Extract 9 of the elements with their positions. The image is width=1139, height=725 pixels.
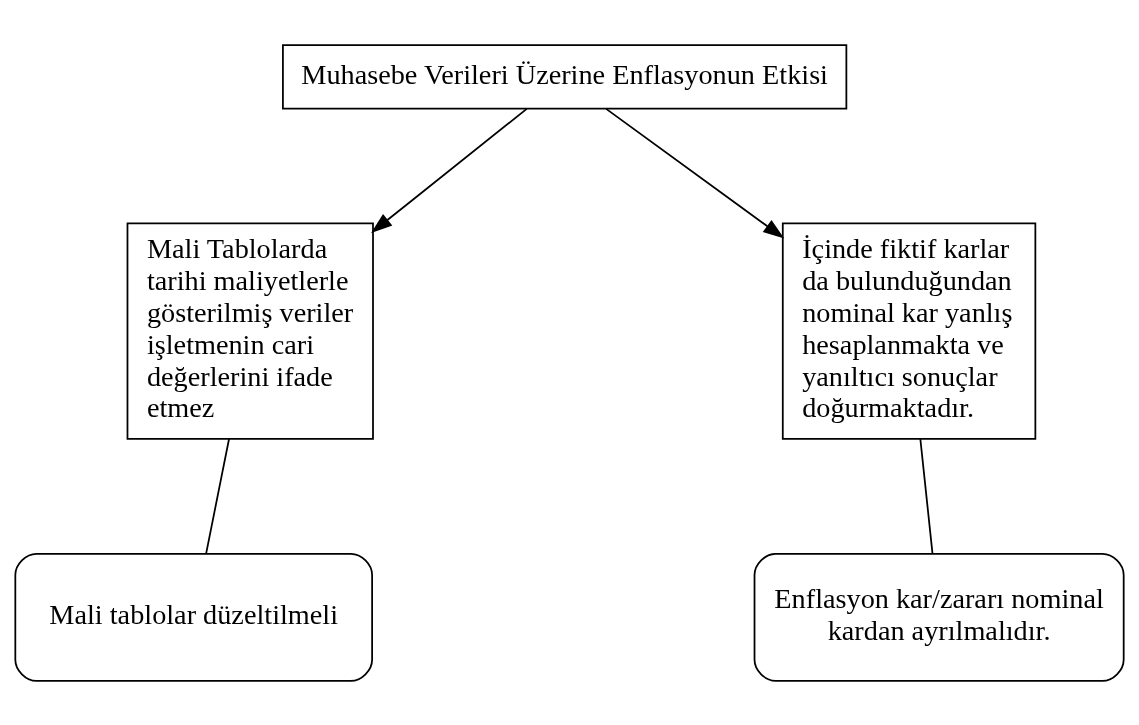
- connector: [205, 437, 230, 554]
- node-box: Enflasyon kar/zararı nominal kardan ayrılmalıdır.: [753, 552, 1125, 682]
- arrow: [605, 107, 785, 239]
- arrow: [371, 107, 528, 233]
- node-box: Muhasebe Verileri Üzerine Enflasyonun Etkisi: [282, 43, 848, 110]
- node-box: İçinde fiktif karlar da bulunduğundan nominal kar yanlış hesaplanmakta ve yanıltıcı sonuçlar doğurmaktadır.: [781, 222, 1037, 440]
- node-box: Mali tablolar düzeltilmeli: [14, 552, 373, 682]
- node-box: Mali Tablolarda tarihi maliyetlerle gösterilmiş veriler işletmenin cari değerlerini ifade etmez: [126, 222, 374, 440]
- connector: [919, 437, 934, 554]
